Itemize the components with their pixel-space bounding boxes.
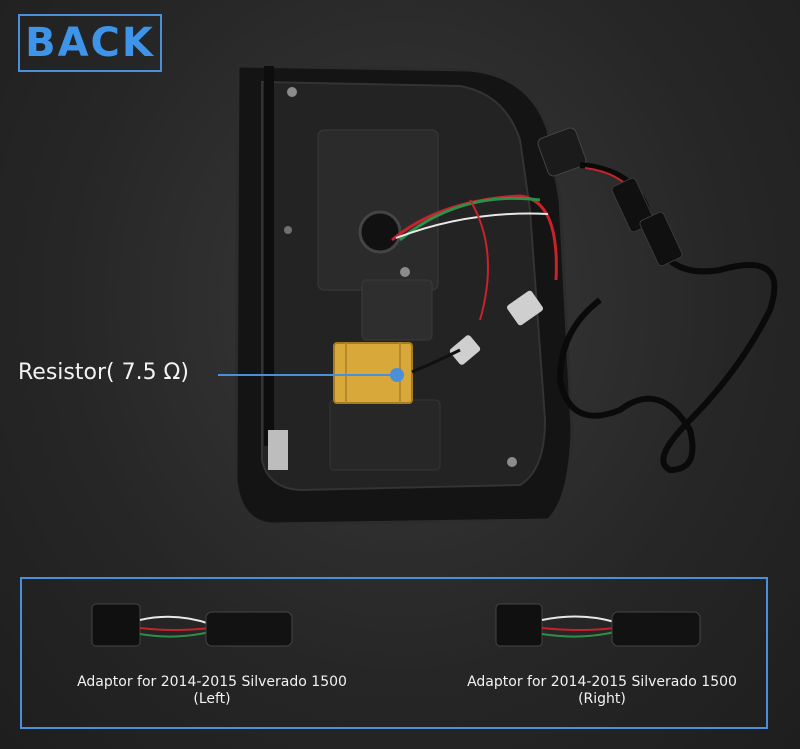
callout-line	[218, 374, 396, 376]
housing-block	[329, 399, 441, 471]
resistor	[333, 342, 413, 404]
resistor-label: Resistor( 7.5 Ω)	[18, 360, 189, 385]
callout-dot	[390, 368, 404, 382]
back-label: BACK	[25, 20, 155, 66]
screw	[287, 87, 297, 97]
mounting-rod	[264, 66, 274, 446]
screw	[507, 457, 517, 467]
plug-connector	[537, 127, 587, 177]
inline-connector	[639, 211, 683, 267]
adaptor-caption-left: Adaptor for 2014-2015 Silverado 1500 (Le…	[52, 674, 372, 708]
adaptor-plug-left	[91, 603, 141, 647]
adaptor-title: Adaptor for 2014-2015 Silverado 1500	[77, 674, 347, 690]
wire-harness	[556, 162, 778, 474]
back-badge: BACK	[18, 14, 162, 72]
bulb-socket	[358, 210, 402, 254]
adaptor-side: (Left)	[193, 691, 231, 707]
screw	[400, 267, 410, 277]
housing-block	[361, 279, 433, 341]
wire-connector	[449, 335, 481, 365]
adaptor-title: Adaptor for 2014-2015 Silverado 1500	[467, 674, 737, 690]
adaptor-socket-right	[611, 611, 701, 647]
adaptor-caption-right: Adaptor for 2014-2015 Silverado 1500 (Ri…	[442, 674, 762, 708]
adaptor-side: (Right)	[578, 691, 626, 707]
housing-block	[317, 129, 439, 291]
wire-connector	[507, 290, 543, 326]
adaptor-plug-right	[495, 603, 543, 647]
screw	[284, 226, 292, 234]
mounting-bolt	[268, 430, 288, 470]
adaptor-socket-left	[205, 611, 293, 647]
adaptor-panel: Adaptor for 2014-2015 Silverado 1500 (Le…	[20, 577, 768, 729]
